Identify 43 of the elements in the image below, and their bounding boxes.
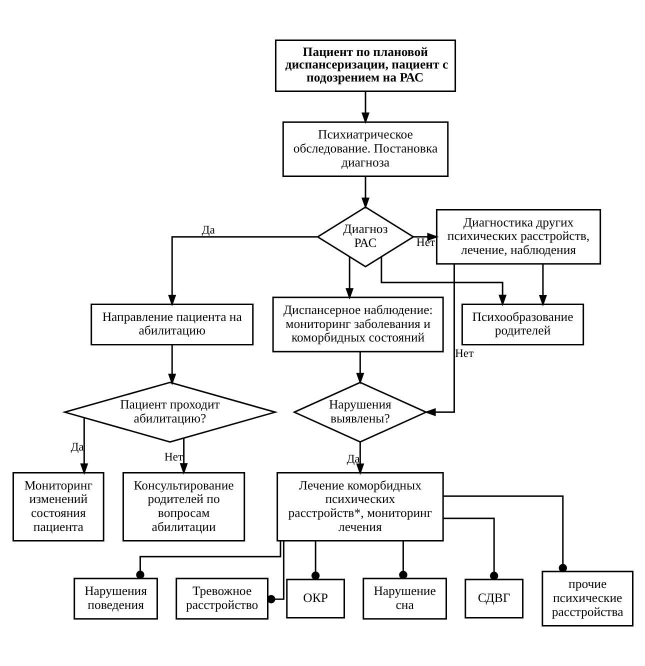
arrow bbox=[413, 232, 438, 241]
arrow bbox=[380, 256, 506, 306]
node-box: Консультирование родителей по вопросам абилитации bbox=[122, 472, 245, 542]
edge-label: Нет bbox=[164, 450, 183, 464]
arrow bbox=[424, 264, 454, 416]
node-box: Мониторинг изменений состояния пациента bbox=[12, 472, 104, 542]
node-box: Нарушения поведения bbox=[73, 578, 158, 620]
node-box: прочие психические расстройства bbox=[541, 570, 633, 626]
node-box: Диспансерное наблюдение: мониторинг заболевания и коморбидных состояний bbox=[272, 296, 444, 352]
arrow bbox=[356, 442, 364, 475]
arrow bbox=[538, 264, 546, 306]
connector bbox=[398, 540, 407, 580]
connector bbox=[442, 518, 498, 580]
node-box: СДВГ bbox=[464, 578, 524, 619]
node-box: ОКР bbox=[286, 578, 344, 619]
arrow bbox=[168, 236, 317, 306]
node-diamond: Пациент проходит абилитацию? bbox=[62, 382, 278, 443]
edge-label: Да bbox=[201, 223, 214, 236]
node-box: Направление пациента на абилитацию bbox=[90, 304, 254, 346]
edge-label: Нет bbox=[416, 236, 435, 250]
connector bbox=[310, 540, 320, 580]
arrow bbox=[179, 438, 188, 475]
arrow bbox=[80, 418, 88, 475]
node-diamond: Нарушения выявлены? bbox=[292, 382, 428, 443]
arrow bbox=[360, 176, 370, 210]
arrow bbox=[360, 92, 370, 124]
node-box: Диагностика других психических расстройств, лечение, наблюдения bbox=[435, 209, 601, 265]
edge-label: Да bbox=[346, 452, 360, 466]
node-box: Психиатрическое обследование. Постановка диагноза bbox=[282, 121, 448, 177]
connector bbox=[442, 495, 567, 572]
connector bbox=[136, 540, 281, 579]
edge-label: Да bbox=[70, 440, 84, 454]
arrow bbox=[345, 256, 354, 300]
node-box: Психообразование родителей bbox=[460, 304, 584, 346]
node-box: Лечение коморбидных психических расстройств*, мониторинг лечения bbox=[276, 472, 444, 542]
edge-label: Нет bbox=[454, 347, 474, 360]
arrow bbox=[168, 344, 176, 386]
arrow bbox=[356, 352, 364, 384]
node-diamond: Диагноз РАС bbox=[316, 206, 414, 268]
node-box: Тревожное расстройство bbox=[175, 578, 268, 620]
node-box: Пациент по плановой диспансеризации, пациент с подозрением на РАС bbox=[274, 40, 456, 92]
connector bbox=[266, 541, 284, 604]
node-box: Нарушение сна bbox=[362, 578, 446, 620]
